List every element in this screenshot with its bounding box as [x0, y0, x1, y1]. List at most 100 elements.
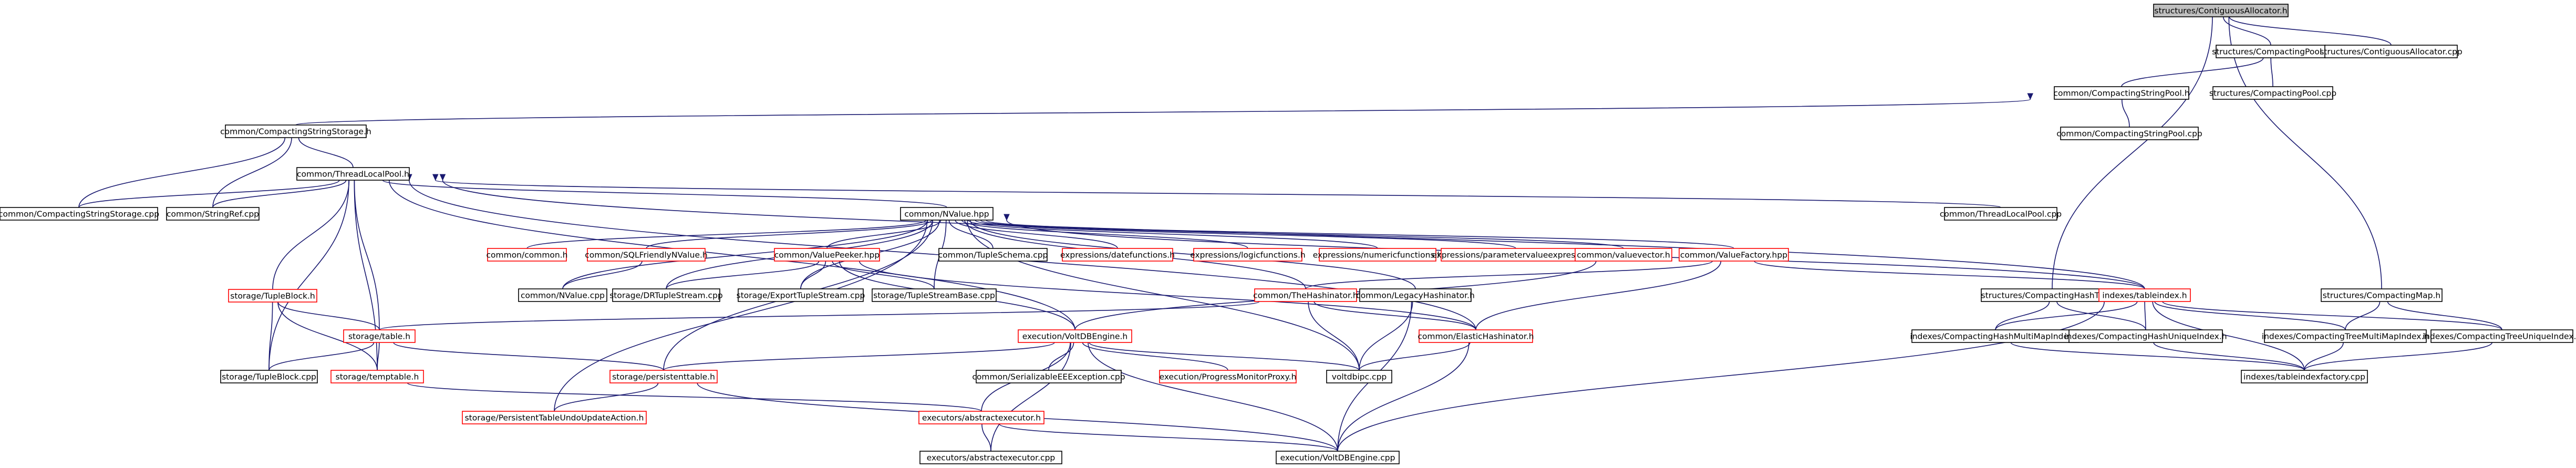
node-common-compactingstringpool-cpp[interactable]: common/CompactingStringPool.cpp — [2056, 127, 2202, 140]
node-box — [296, 167, 410, 181]
node-box — [1193, 248, 1302, 262]
node-storage-temptable-h[interactable]: storage/temptable.h — [330, 370, 424, 383]
node-label: common/ValueFactory.hpp — [1680, 251, 1787, 260]
node-label: execution/VoltDBEngine.h — [1022, 332, 1127, 341]
node-expressions-parametervalueexpression-h[interactable]: expressions/parametervalueexpression.h — [1432, 248, 1600, 262]
node-label: structures/CompactingHashTable.h — [1981, 291, 2124, 300]
node-box — [774, 248, 880, 262]
node-box — [2068, 329, 2223, 343]
node-common-stringref-cpp[interactable]: common/StringRef.cpp — [166, 207, 260, 221]
node-common-legacyhashinator-h[interactable]: common/LegacyHashinator.h — [1356, 288, 1475, 302]
node-common-valuefactory-hpp[interactable]: common/ValueFactory.hpp — [1679, 248, 1789, 262]
edge-common-threadlocalpool-h-to-storage-table-h — [351, 174, 380, 330]
graph-nodes: structures/ContiguousAllocator.h structur… — [0, 4, 2576, 464]
node-common-compactingstringstorage-h[interactable]: common/CompactingStringStorage.h — [220, 124, 371, 138]
node-common-sqlfriendlynvalue-h[interactable]: common/SQLFriendlyNValue.h — [585, 248, 708, 262]
node-common-valuevector-h[interactable]: common/valuevector.h — [1575, 248, 1672, 262]
node-structures-contiguousallocator-h[interactable]: structures/ContiguousAllocator.h — [2153, 4, 2289, 17]
node-common-valuepeeker-hpp[interactable]: common/ValuePeeker.hpp — [774, 248, 880, 262]
node-common-nvalue-hpp[interactable]: common/NValue.hpp — [900, 207, 994, 221]
node-common-threadlocalpool-cpp[interactable]: common/ThreadLocalPool.cpp — [1940, 207, 2062, 221]
node-box — [2153, 4, 2289, 17]
node-label: common/CompactingStringPool.cpp — [2056, 129, 2202, 139]
node-common-common-h[interactable]: common/common.h — [487, 248, 568, 262]
node-execution-progressmonitorproxy-h[interactable]: execution/ProgressMonitorProxy.h — [1159, 370, 1297, 383]
node-label: expressions/datefunctions.h — [1060, 251, 1175, 260]
node-box — [938, 248, 1048, 262]
node-common-elastichashinator-h[interactable]: common/ElasticHashinator.h — [1418, 329, 1534, 343]
node-label: structures/ContiguousAllocator.h — [2154, 6, 2287, 16]
node-box — [2430, 329, 2573, 343]
node-label: common/CompactingStringStorage.cpp — [0, 210, 159, 219]
node-executors-abstractexecutor-cpp[interactable]: executors/abstractexecutor.cpp — [919, 451, 1062, 464]
node-label: indexes/CompactingTreeUniqueIndex.h — [2423, 332, 2576, 341]
node-executors-abstractexecutor-h[interactable]: executors/abstractexecutor.h — [918, 411, 1044, 424]
node-structures-compactingpool-h[interactable]: structures/CompactingPool.h — [2212, 45, 2330, 58]
node-box — [1326, 370, 1392, 383]
node-storage-tuplestreambase-cpp[interactable]: storage/TupleStreamBase.cpp — [872, 288, 997, 302]
edge-common-compactingstringpool-h-to-common-compactingstringstorage-h — [295, 93, 2034, 126]
node-label: structures/CompactingMap.h — [2323, 291, 2440, 300]
node-common-compactingstringstorage-cpp[interactable]: common/CompactingStringStorage.cpp — [0, 207, 159, 221]
node-execution-voltdbengine-cpp[interactable]: execution/VoltDBEngine.cpp — [1276, 451, 1400, 464]
node-expressions-numericfunctions-h[interactable]: expressions/numericfunctions.h — [1313, 248, 1443, 262]
node-box — [2241, 370, 2368, 383]
node-label: storage/ExportTupleStream.cpp — [737, 291, 865, 300]
node-label: structures/CompactingPool.cpp — [2209, 89, 2336, 98]
node-storage-table-h[interactable]: storage/table.h — [343, 329, 416, 343]
node-common-threadlocalpool-h[interactable]: common/ThreadLocalPool.h — [296, 167, 410, 181]
edge-common-threadlocalpool-h-to-common-nvalue-hpp — [379, 174, 947, 208]
node-label: storage/TupleBlock.cpp — [222, 372, 316, 382]
node-box — [518, 288, 607, 302]
node-common-thehashinator-h[interactable]: common/TheHashinator.h — [1253, 288, 1358, 302]
node-expressions-logicfunctions-h[interactable]: expressions/logicfunctions.h — [1190, 248, 1306, 262]
node-storage-exporttuplestream-cpp[interactable]: storage/ExportTupleStream.cpp — [737, 288, 865, 302]
graph-edges — [78, 11, 2502, 452]
node-indexes-compactinghashmultimapindex-h[interactable]: indexes/CompactingHashMultiMapIndex.h — [1910, 329, 2081, 343]
node-box — [228, 289, 317, 303]
node-indexes-tableindex-h[interactable]: indexes/tableindex.h — [2098, 288, 2191, 302]
node-storage-persistenttableundoupdateaction-h[interactable]: storage/PersistentTableUndoUpdateAction.… — [462, 411, 647, 424]
node-box — [872, 288, 997, 302]
node-label: execution/VoltDBEngine.cpp — [1280, 453, 1395, 463]
node-indexes-tableindexfactory-cpp[interactable]: indexes/tableindexfactory.cpp — [2241, 370, 2368, 383]
node-box — [2212, 86, 2333, 100]
node-label: common/ThreadLocalPool.h — [297, 170, 409, 179]
node-label: expressions/numericfunctions.h — [1313, 251, 1443, 260]
node-common-tupleschema-cpp[interactable]: common/TupleSchema.cpp — [938, 248, 1048, 262]
node-storage-drtuplestream-cpp[interactable]: storage/DRTupleStream.cpp — [609, 288, 723, 302]
node-expressions-datefunctions-h[interactable]: expressions/datefunctions.h — [1060, 248, 1175, 262]
node-common-serializableeeexception-cpp[interactable]: common/SerializableEEException.cpp — [972, 370, 1125, 383]
node-box — [1679, 248, 1789, 262]
node-box — [612, 288, 720, 302]
node-indexes-compactingtreeuniqueindex-h[interactable]: indexes/CompactingTreeUniqueIndex.h — [2423, 329, 2576, 343]
node-storage-tupleblock-h[interactable]: storage/TupleBlock.h — [228, 289, 317, 303]
node-box — [609, 370, 718, 383]
node-execution-voltdbengine-h[interactable]: execution/VoltDBEngine.h — [1018, 329, 1132, 343]
node-structures-contiguousallocator-cpp[interactable]: structures/ContiguousAllocator.cpp — [2320, 45, 2463, 58]
edge-execution-voltdbengine-h-to-execution-voltdbengine-cpp — [1085, 336, 1338, 452]
node-label: executors/abstractexecutor.h — [922, 413, 1041, 423]
node-label: storage/DRTupleStream.cpp — [609, 291, 723, 300]
edge-common-nvalue-hpp-to-common-sqlfriendlynvalue-h — [646, 214, 935, 249]
node-common-compactingstringpool-h[interactable]: common/CompactingStringPool.h — [2053, 86, 2190, 100]
node-storage-tupleblock-cpp[interactable]: storage/TupleBlock.cpp — [220, 370, 318, 383]
node-storage-persistenttable-h[interactable]: storage/persistenttable.h — [609, 370, 718, 383]
node-common-nvalue-cpp[interactable]: common/NValue.cpp — [518, 288, 607, 302]
node-label: indexes/tableindex.h — [2102, 291, 2187, 300]
node-label: structures/CompactingPool.h — [2212, 47, 2330, 57]
node-structures-compactingpool-cpp[interactable]: structures/CompactingPool.cpp — [2209, 86, 2336, 100]
node-box — [1254, 288, 1357, 302]
node-indexes-compactinghashuniqueindex-h[interactable]: indexes/CompactingHashUniqueIndex.h — [2064, 329, 2227, 343]
node-box — [0, 207, 158, 221]
node-box — [2098, 288, 2191, 302]
node-voltdbipc-cpp[interactable]: voltdbipc.cpp — [1326, 370, 1392, 383]
node-label: common/ThreadLocalPool.cpp — [1940, 210, 2062, 219]
node-label: storage/temptable.h — [336, 372, 419, 382]
node-box — [1359, 288, 1472, 302]
node-label: storage/persistenttable.h — [612, 372, 715, 382]
node-structures-compactingmap-h[interactable]: structures/CompactingMap.h — [2321, 288, 2443, 302]
node-box — [738, 288, 864, 302]
node-box — [2060, 127, 2199, 140]
node-indexes-compactingtreemultimapindex-h[interactable]: indexes/CompactingTreeMultiMapIndex.h — [2262, 329, 2429, 343]
